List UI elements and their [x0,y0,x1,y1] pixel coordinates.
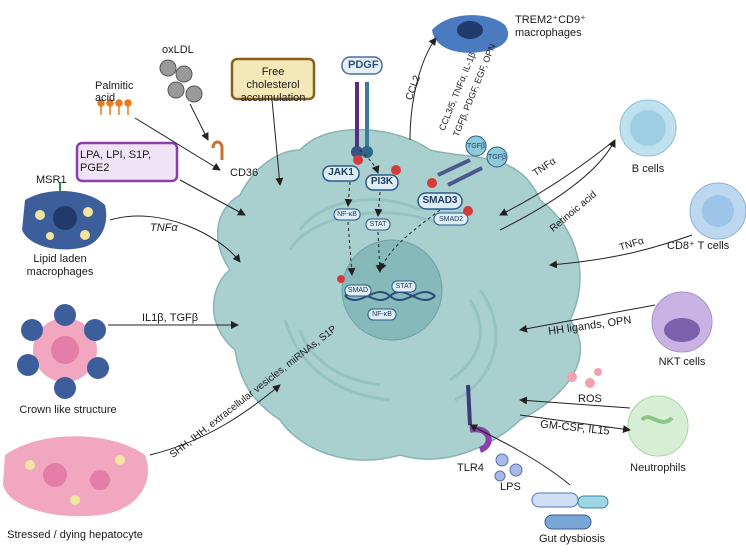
stat-label: STAT [369,221,387,228]
lpa-box [75,141,179,183]
tgfb-receptor-icon [437,135,508,187]
smad-nuc-pill [344,284,372,297]
b-cell-icon [619,99,677,157]
free-cholesterol-box [230,57,316,101]
ros-label: ROS [578,393,602,405]
stat-pill [365,218,391,231]
lps-icon [494,453,523,482]
tnfa-left-label: TNFα [150,222,178,234]
smad3-pill [417,192,463,210]
pdgf-box [341,56,383,75]
ros-icon [567,368,602,388]
tgfb-r2-label: TGFβ [487,154,507,161]
tlr4-label: TLR4 [457,462,484,474]
pdgf-receptor-icon [351,82,373,158]
cd36-label: CD36 [230,167,259,179]
jak1-label: JAK1 [328,167,354,178]
dying-hepatocyte-icon [3,436,148,517]
palmitic-acid-icon [97,99,132,115]
crown-like-structure-icon [17,304,109,399]
trem2-label: TREM2⁺CD9⁺ [515,14,586,26]
pi3k-pill [365,174,399,191]
il1b-tgfb-label: IL1β, TGFβ [142,312,199,324]
pdgf-label: PDGF [348,59,379,71]
gut-label: Gut dysbiosis [538,533,606,545]
jak1-pill [322,165,360,182]
crown-label: Crown like structure [19,404,117,416]
pi3k-label: PI3K [370,176,394,187]
msr1-label: MSR1 [36,174,67,186]
nfkb-pill [333,208,361,221]
smad2-label: SMAD2 [438,216,464,223]
palmitic-label-2: acid [95,92,116,104]
nkt-cell-icon [651,291,713,353]
nfkb-nuc-pill [367,308,397,321]
smad2-pill [433,212,469,226]
cd8-label: CD8⁺ T cells [667,240,730,252]
nfkb-label: NF-κB [337,211,357,218]
smad-nuc-label: SMAD [347,287,369,294]
neutrophil-icon [627,395,689,457]
nfkb-nuc-label: NF-κB [372,311,392,318]
trem2-label-2: macrophages [515,27,582,39]
lps-label: LPS [500,481,521,493]
oxldl-particles-icon [159,59,203,103]
gut-bacteria-icon [531,492,609,530]
cd8-t-cell-icon [689,182,746,240]
lipid-laden-label: Lipid laden [33,253,87,265]
b-cells-label: B cells [631,163,665,175]
smad3-label: SMAD3 [422,195,458,206]
tgfb-r1-label: TGFβ [466,143,486,150]
lipid-laden-macrophage-icon [22,182,107,250]
oxldl-label: oxLDL [162,44,194,56]
cd36-receptor-icon [211,140,224,160]
free-cholesterol-label: Free cholesterol accumulation [240,66,306,104]
nucleus [341,239,443,341]
hepatocyte-label: Stressed / dying hepatocyte [7,529,143,541]
stat-nuc-label: STAT [395,283,413,290]
signal-arrows [108,37,693,486]
neutrophils-label: Neutrophils [630,462,686,474]
trem2-macrophage-icon [432,15,509,53]
stat-nuc-pill [391,280,417,293]
lpa-label: LPA, LPI, S1P, PGE2 [80,149,152,174]
palmitic-label: Palmitic [95,80,134,92]
lipid-laden-label-2: macrophages [26,266,94,278]
phosphate-icons [337,155,473,283]
internal-signaling-arrows [344,149,441,276]
nkt-label: NKT cells [658,356,706,368]
